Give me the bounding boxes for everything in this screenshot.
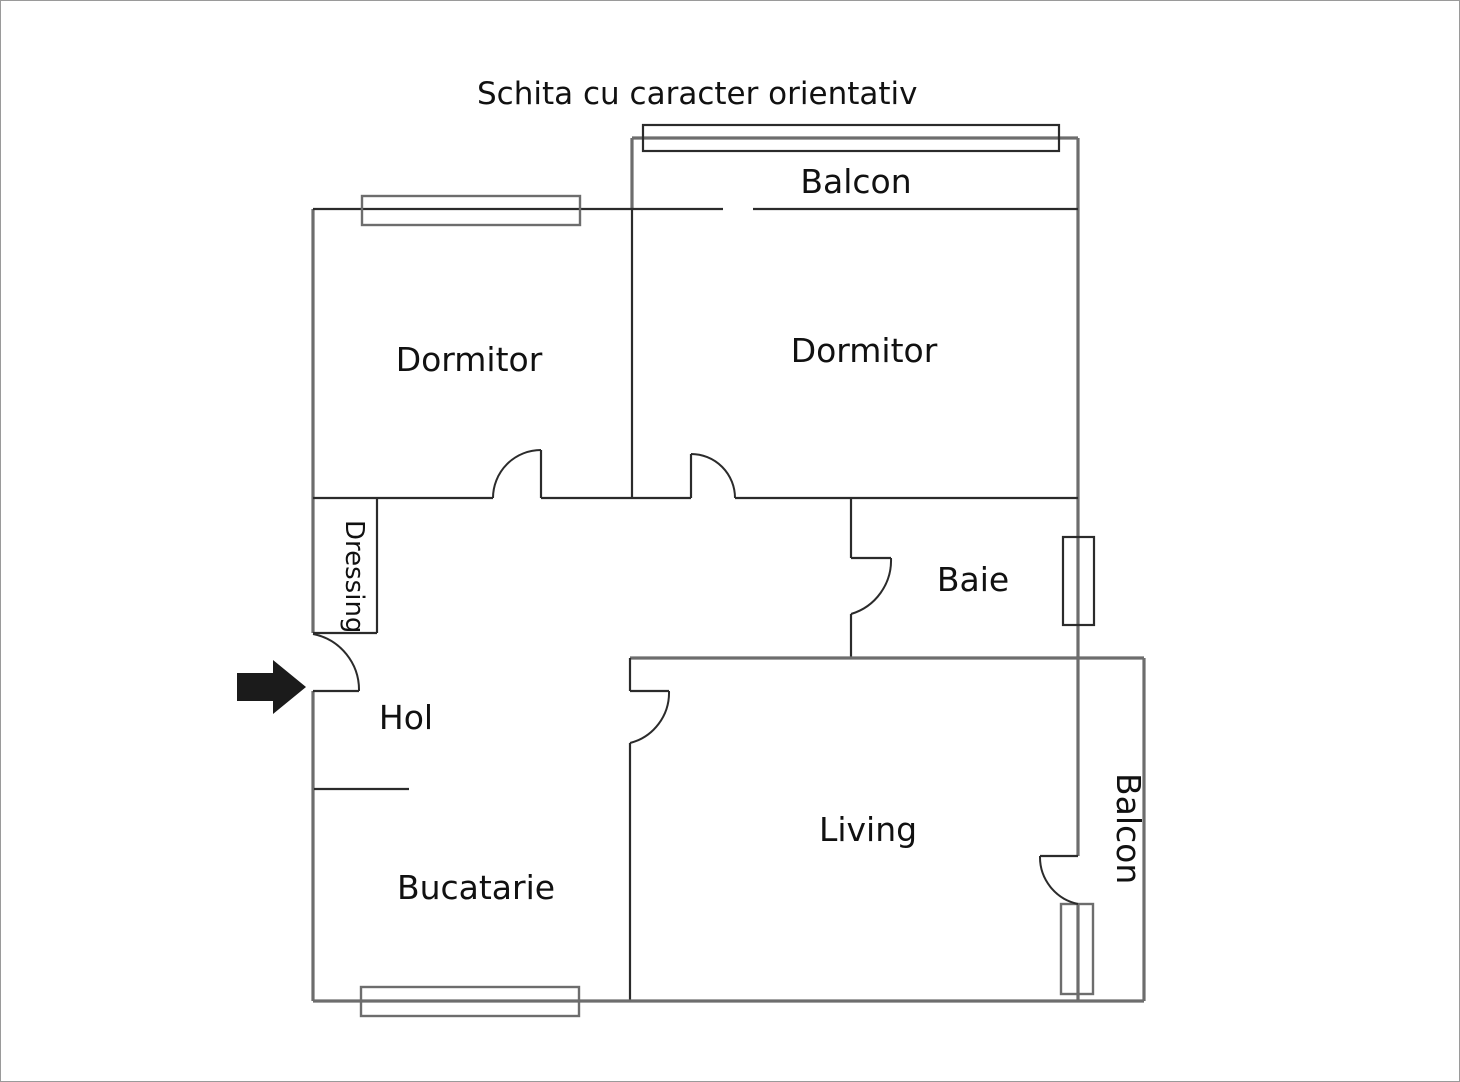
room-label-balcon-right: Balcon (1109, 773, 1148, 884)
door-living (629, 689, 671, 744)
page-title: Schita cu caracter orientativ (477, 76, 918, 112)
window-balcon-top (641, 123, 1061, 153)
door-dormitor-left (492, 449, 543, 499)
wall-group (311, 136, 1146, 1003)
door-dormitor-right (689, 453, 736, 499)
room-label-living: Living (819, 810, 917, 849)
room-label-dormitor-right: Dormitor (791, 331, 938, 370)
room-label-dormitor-left: Dormitor (396, 340, 543, 379)
windows-group (359, 123, 1096, 1018)
room-label-baie: Baie (937, 560, 1009, 599)
room-label-dressing: Dressing (339, 520, 369, 633)
room-label-balcon-top: Balcon (800, 162, 911, 201)
doors-group (312, 449, 1079, 905)
room-label-hol: Hol (379, 698, 433, 737)
door-balcon-right (1038, 854, 1079, 905)
door-entrance (312, 633, 361, 693)
window-baie (1061, 535, 1096, 627)
window-bucatarie (359, 985, 581, 1018)
door-baie (850, 556, 893, 615)
entrance-arrow (237, 660, 306, 714)
room-labels: Balcon Dormitor Dormitor Dressing Baie H… (339, 162, 1148, 907)
window-dormitor-left (360, 194, 582, 227)
room-label-bucatarie: Bucatarie (397, 868, 555, 907)
